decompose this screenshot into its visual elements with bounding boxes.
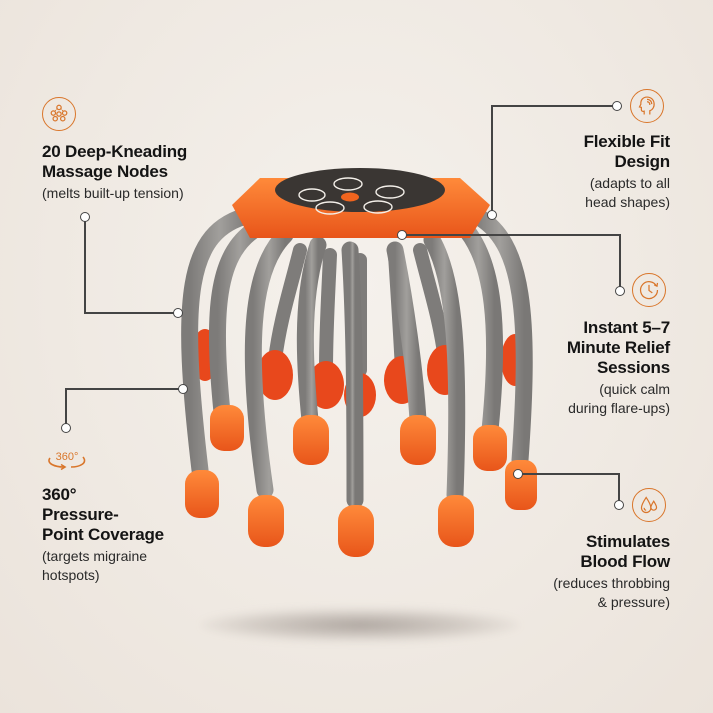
feature-title: 20 Deep-Kneading Massage Nodes xyxy=(42,142,188,181)
feature-title: Flexible Fit Design xyxy=(583,132,671,171)
clock-refresh-icon xyxy=(632,273,666,307)
nodes-cluster-icon xyxy=(42,97,76,131)
feature-blood: Stimulates Blood Flow (reduces throbbing… xyxy=(470,532,670,612)
feature-description: (quick calm during flare-ups) xyxy=(568,381,670,416)
feature-time: Instant 5–7 Minute Relief Sessions (quic… xyxy=(470,318,670,418)
svg-text:360°: 360° xyxy=(56,451,79,463)
anchor-dot xyxy=(615,286,625,296)
feature-description: (adapts to all head shapes) xyxy=(585,175,670,210)
connector-fit-v xyxy=(491,105,493,216)
feature-fit: Flexible Fit Design (adapts to all head … xyxy=(470,132,671,212)
anchor-dot xyxy=(612,101,622,111)
anchor-dot xyxy=(80,212,90,222)
anchor-dot xyxy=(178,384,188,394)
anchor-dot xyxy=(61,423,71,433)
droplets-icon xyxy=(632,488,666,522)
feature-title: 360° Pressure- Point Coverage xyxy=(42,485,164,544)
connector-blood-v xyxy=(618,473,620,505)
feature-nodes: 20 Deep-Kneading Massage Nodes (melts bu… xyxy=(42,142,262,203)
anchor-dot xyxy=(397,230,407,240)
connector-coverage-h xyxy=(65,388,183,390)
anchor-dot xyxy=(173,308,183,318)
feature-description: (reduces throbbing & pressure) xyxy=(553,575,670,610)
connector-coverage-v xyxy=(65,388,67,428)
feature-title: Instant 5–7 Minute Relief Sessions xyxy=(566,318,670,377)
anchor-dot xyxy=(513,469,523,479)
scalp-massager-illustration xyxy=(181,168,537,557)
anchor-dot xyxy=(614,500,624,510)
connector-blood-h xyxy=(519,473,619,475)
rotate-360-icon: 360° xyxy=(44,446,90,472)
connector-nodes-v xyxy=(84,217,86,313)
feature-description: (targets migraine hotspots) xyxy=(42,548,148,583)
head-profile-icon xyxy=(630,89,664,123)
connector-time-h xyxy=(403,234,620,236)
feature-coverage: 360° Pressure- Point Coverage (targets m… xyxy=(42,485,242,585)
connector-nodes-h xyxy=(84,312,180,314)
floor-shadow xyxy=(200,608,520,642)
connector-fit-h xyxy=(491,105,617,107)
feature-title: Stimulates Blood Flow xyxy=(580,532,670,571)
connector-time-v xyxy=(619,234,621,290)
feature-description: (melts built-up tension) xyxy=(42,185,184,201)
anchor-dot xyxy=(487,210,497,220)
